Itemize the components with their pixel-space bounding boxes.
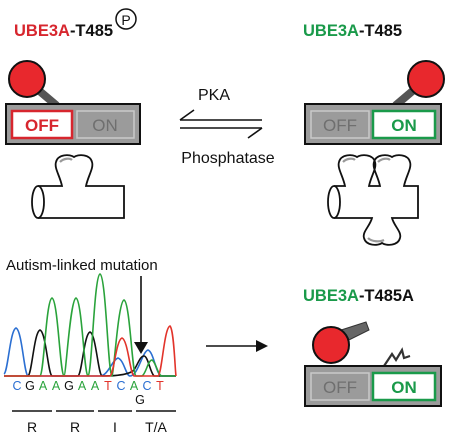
lever-knob (312, 326, 350, 364)
pka-label: PKA (198, 87, 230, 104)
chromatogram-traces (3, 273, 177, 377)
base-call: A (130, 379, 139, 393)
base-call: A (91, 379, 100, 393)
on-button (371, 109, 437, 140)
trace-red (4, 325, 177, 377)
phospho-circle (115, 8, 137, 30)
bottom-right-gene: UBE3A (303, 287, 359, 305)
mutation-arrow-head (134, 342, 148, 354)
amino-acid: R (70, 419, 80, 435)
on-label: ON (391, 378, 417, 397)
lever-knob (8, 60, 46, 98)
bottom-right-site: -T485A (359, 287, 414, 305)
protein-oligomer (327, 154, 419, 246)
amino-acid: R (27, 419, 37, 435)
base-call: C (12, 379, 21, 393)
equilibrium: PKA Phosphatase (179, 87, 275, 167)
off-button (310, 110, 370, 139)
mutation-label: Autism-linked mutation (6, 257, 158, 274)
phospho-badge: P (115, 8, 137, 30)
base-call: T (104, 379, 112, 393)
base-call: A (78, 379, 87, 393)
on-button (371, 371, 437, 402)
bottom-right-panel: UBE3A-T485A OFF ON (303, 287, 442, 407)
top-right-panel: UBE3A-T485 OFF ON (303, 22, 445, 246)
top-right-site: -T485 (359, 22, 402, 40)
result-arrow-head (256, 340, 268, 352)
top-left-gene: UBE3A (14, 22, 70, 40)
top-left-site: -T485 (70, 22, 113, 40)
base-call: A (52, 379, 61, 393)
top-right-gene: UBE3A (303, 22, 359, 40)
on-label: ON (391, 116, 417, 135)
loop-highlight (342, 157, 356, 163)
base-calls: C G A A G A A T C A C T G (12, 379, 164, 407)
base-call: T (156, 379, 164, 393)
loop-highlight (59, 157, 73, 163)
on-label: ON (92, 116, 118, 135)
phosphatase-label: Phosphatase (181, 150, 275, 167)
top-right-title: UBE3A-T485 (303, 22, 402, 40)
off-label: OFF (25, 116, 59, 135)
loop-highlight (367, 237, 385, 243)
protein-monomer (31, 154, 125, 219)
protein-body (38, 154, 125, 219)
amino-acid: I (113, 419, 117, 435)
reverse-arrow-head (247, 127, 263, 139)
off-button (10, 109, 74, 140)
broken-stub (383, 347, 411, 367)
off-label: OFF (323, 378, 357, 397)
forward-arrow-head (179, 109, 195, 121)
amino-acid: T/A (145, 419, 167, 435)
off-label: OFF (323, 116, 357, 135)
bottom-right-title: UBE3A-T485A (303, 287, 414, 305)
trace-green (4, 273, 176, 377)
base-call: C (142, 379, 151, 393)
result-arrow (206, 340, 268, 352)
top-left-panel: UBE3A-T485 P OFF ON (5, 8, 141, 219)
loop-highlight (377, 157, 391, 163)
off-button (310, 372, 370, 401)
on-button (76, 110, 135, 139)
protein-end-cap (327, 185, 341, 219)
chromatogram-panel: Autism-linked mutation C G A A G A A T C… (3, 257, 177, 435)
protein-end-cap (31, 185, 45, 219)
amino-acids: R R I T/A (27, 419, 168, 435)
base-call: A (39, 379, 48, 393)
variant-base: G (135, 393, 145, 407)
phospho-symbol: P (121, 12, 130, 28)
base-call: G (25, 379, 35, 393)
top-left-title: UBE3A-T485 (14, 22, 113, 40)
lever-knob (407, 60, 445, 98)
base-call: C (116, 379, 125, 393)
base-call: G (64, 379, 74, 393)
protein-body (334, 154, 419, 246)
